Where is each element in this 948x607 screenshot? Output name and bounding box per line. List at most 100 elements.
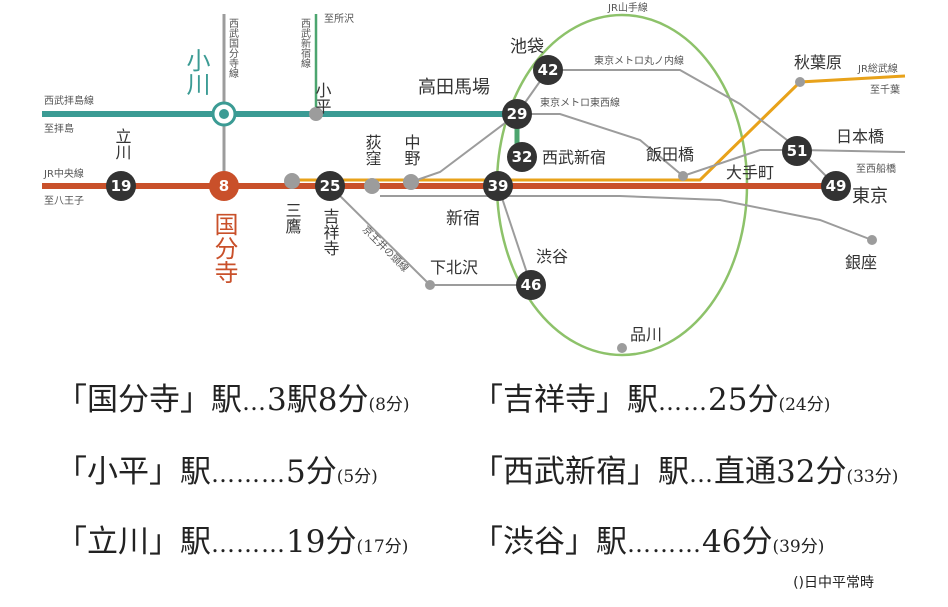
time-row-seibu-shinjuku: 「西武新宿」駅…直通32分(33分) [472, 446, 898, 491]
time-dots: … [689, 460, 714, 488]
label-seibu-haijima: 西武拝島線 [44, 94, 94, 107]
name-seibu-shinjuku: 西武新宿 [542, 148, 606, 167]
tokyo-station[interactable] [821, 171, 851, 201]
time-offpeak: (17分) [356, 537, 409, 557]
label-to-nishifunabashi: 至西船橋 [856, 162, 896, 175]
name-kokubunji: 国分寺 [210, 212, 238, 284]
shinjuku-station[interactable] [483, 171, 513, 201]
kichijoji-minutes: 25 [320, 177, 341, 195]
time-min: 5分 [286, 454, 337, 490]
name-nihonbashi: 日本橋 [836, 127, 884, 146]
time-min: 3駅8分 [267, 382, 369, 418]
name-otemachi: 大手町 [726, 163, 774, 182]
time-dest: 「小平」駅 [56, 454, 211, 490]
kodaira-station[interactable] [309, 107, 323, 121]
name-kichijoji: 吉祥寺 [321, 208, 340, 256]
time-offpeak: (39分) [772, 537, 825, 557]
label-to-tokorozawa: 至所沢 [324, 12, 354, 25]
time-offpeak: (33分) [846, 467, 899, 487]
time-dest: 「吉祥寺」駅 [472, 382, 658, 418]
time-min: 25分 [708, 382, 779, 418]
offpeak-note: ()日中平常時 [793, 575, 874, 591]
route-map: 19 8 25 29 42 32 39 51 49 46 西武拝島線 至拝島 J… [42, 1, 906, 357]
time-dest: 「西武新宿」駅 [472, 454, 689, 490]
name-shinagawa: 品川 [630, 325, 662, 344]
time-min: 直通32分 [714, 454, 847, 490]
ikebukuro-station[interactable] [533, 55, 563, 85]
ogikubo-station[interactable] [364, 178, 380, 194]
takadanobaba-minutes: 29 [507, 105, 528, 123]
time-offpeak: (8分) [368, 395, 410, 415]
ginza-station[interactable] [867, 235, 877, 245]
time-row-kichijoji: 「吉祥寺」駅……25分(24分) [472, 374, 830, 419]
name-tachikawa: 立川 [113, 128, 132, 160]
name-takadanobaba: 高田馬場 [418, 77, 490, 98]
name-ogawa: 小川 [182, 48, 210, 96]
time-min: 46分 [702, 524, 773, 560]
name-kodaira: 小平 [313, 82, 332, 114]
label-kokubunji-line: 西武国分寺線 [227, 18, 239, 78]
time-row-tachikawa: 「立川」駅………19分(17分) [56, 516, 408, 561]
otemachi-minutes: 51 [787, 142, 808, 160]
name-shinjuku: 新宿 [446, 209, 480, 229]
shimokitazawa-station[interactable] [425, 280, 435, 290]
label-to-haijima: 至拝島 [44, 122, 74, 135]
name-shimokitazawa: 下北沢 [430, 258, 478, 277]
iidabashi-station[interactable] [678, 171, 688, 181]
kokubunji-station[interactable] [209, 171, 239, 201]
tachikawa-station[interactable] [106, 171, 136, 201]
label-shinjuku-line: 西武新宿線 [299, 18, 311, 68]
time-row-kokubunji: 「国分寺」駅…3駅8分(8分) [56, 374, 410, 419]
label-sobu: JR総武線 [857, 62, 898, 75]
takadanobaba-station[interactable] [502, 99, 532, 129]
time-dest: 「国分寺」駅 [56, 382, 242, 418]
time-dots: ……… [627, 530, 702, 558]
tachikawa-minutes: 19 [111, 177, 132, 195]
time-dots: … [242, 388, 267, 416]
mitaka-station[interactable] [284, 173, 300, 189]
label-marunouchi: 東京メトロ丸ノ内線 [594, 54, 684, 67]
otemachi-station[interactable] [782, 136, 812, 166]
kichijoji-station[interactable] [315, 171, 345, 201]
time-row-kodaira: 「小平」駅………5分(5分) [56, 446, 378, 491]
label-inokashira: 京王井の頭線 [360, 223, 412, 275]
time-min: 19分 [286, 524, 357, 560]
shinjuku-shibuya [497, 185, 532, 286]
seibu-shinjuku-station[interactable] [507, 142, 537, 172]
name-ogikubo: 荻窪 [363, 134, 382, 166]
label-chuo: JR中央線 [43, 167, 84, 180]
ikebukuro-minutes: 42 [538, 61, 559, 79]
time-offpeak: (24分) [778, 395, 831, 415]
sobu-line [292, 74, 906, 182]
shinagawa-station[interactable] [617, 343, 627, 353]
travel-times: 「国分寺」駅…3駅8分(8分) 「吉祥寺」駅……25分(24分) 「小平」駅……… [0, 370, 948, 607]
name-nakano: 中野 [402, 134, 421, 166]
time-offpeak: (5分) [336, 467, 378, 487]
time-dots: …… [658, 388, 708, 416]
nakano-station[interactable] [403, 174, 419, 190]
label-tozai: 東京メトロ東西線 [540, 96, 620, 109]
label-to-hachioji: 至八王子 [44, 195, 84, 207]
name-shibuya: 渋谷 [536, 247, 568, 266]
shinjuku-minutes: 39 [488, 177, 509, 195]
time-dots: ……… [211, 530, 286, 558]
marunouchi-line [548, 69, 837, 187]
akihabara-station[interactable] [795, 77, 805, 87]
time-dots: ……… [211, 460, 286, 488]
time-dest: 「渋谷」駅 [472, 524, 627, 560]
time-dest: 「立川」駅 [56, 524, 211, 560]
tokyo-minutes: 49 [826, 177, 847, 195]
name-ginza: 銀座 [845, 253, 877, 272]
name-iidabashi: 飯田橋 [646, 145, 694, 164]
time-row-shibuya: 「渋谷」駅………46分(39分) [472, 516, 824, 561]
label-yamanote: JR山手線 [607, 1, 648, 14]
shibuya-station[interactable] [516, 270, 546, 300]
kokubunji-minutes: 8 [219, 177, 229, 195]
name-tokyo: 東京 [852, 186, 888, 207]
ogawa-station-dot [219, 109, 229, 119]
label-to-chiba: 至千葉 [870, 83, 900, 96]
marunouchi-south [380, 195, 873, 241]
name-mitaka: 三鷹 [283, 202, 302, 234]
name-ikebukuro: 池袋 [510, 37, 544, 57]
shibuya-minutes: 46 [521, 276, 542, 294]
